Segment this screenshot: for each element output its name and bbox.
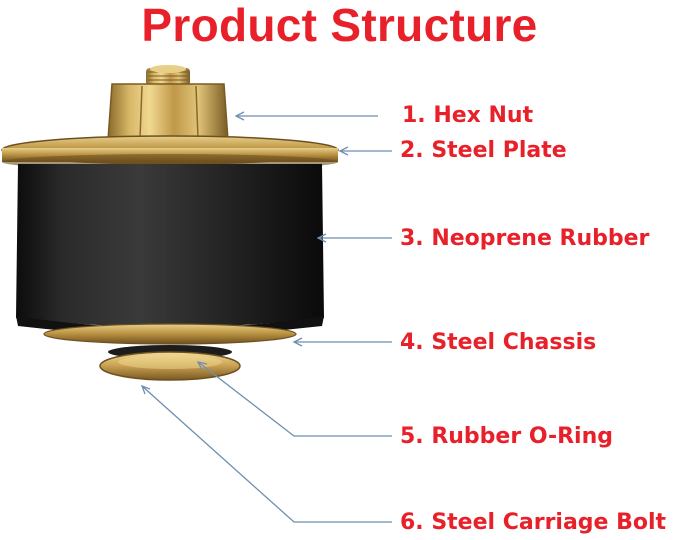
leader-line-o-ring	[196, 361, 392, 437]
leader-line-steel-chassis	[292, 337, 392, 347]
leader-line-steel-plate	[338, 146, 392, 156]
part-label-steel-carriage-bolt: 6. Steel Carriage Bolt	[400, 510, 667, 535]
leader-line-hex-nut	[234, 111, 378, 121]
part-label-steel-plate: 2. Steel Plate	[400, 138, 567, 163]
leader-line-neoprene-rubber	[316, 233, 392, 243]
neoprene-rubber-body	[16, 164, 324, 335]
leader-lines	[140, 111, 392, 523]
part-label-steel-chassis: 4. Steel Chassis	[400, 330, 597, 355]
steel-chassis	[43, 323, 297, 345]
part-label-rubber-o-ring: 5. Rubber O-Ring	[400, 424, 613, 449]
page-title: Product Structure	[141, 0, 538, 51]
part-label-hex-nut: 1. Hex Nut	[402, 103, 534, 128]
part-label-neoprene-rubber: 3. Neoprene Rubber	[400, 226, 650, 251]
bolt-thread	[146, 65, 190, 86]
leader-line-carriage-bolt	[140, 384, 392, 523]
hex-nut	[107, 83, 229, 142]
carriage-bolt-head	[99, 351, 241, 381]
